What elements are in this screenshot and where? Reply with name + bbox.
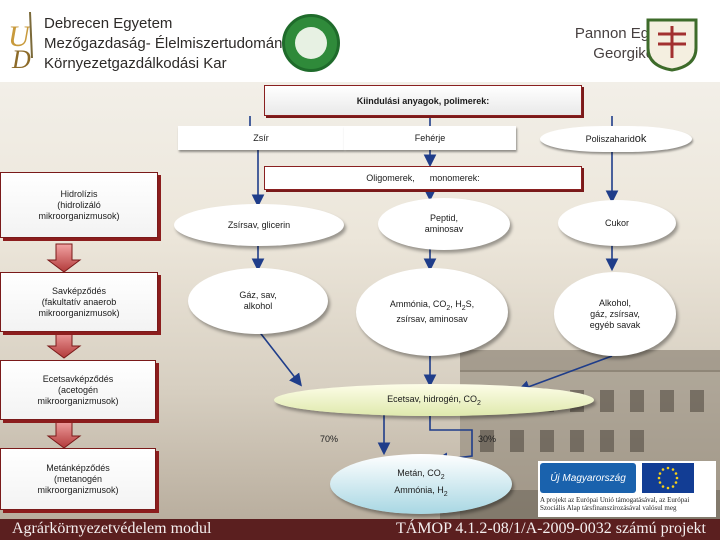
polysaccharide-label: Poliszaharid (585, 134, 635, 144)
peptide-ellipse: Peptid, aminosav (378, 198, 510, 250)
protein-box: Fehérje (344, 126, 516, 150)
uj-magyarorszag-logo: Új Magyarország (540, 463, 636, 493)
alcohol-gas-label: Alkohol, gáz, zsírsav, egyéb savak (589, 297, 641, 330)
polysaccharide-suffix: ok (634, 133, 647, 145)
acetic-acid-label: Ecetsav, hidrogén, CO2 (387, 394, 481, 407)
fatty-acid-glycerol-ellipse: Zsírsav, glicerin (174, 204, 344, 246)
university-logo-icon: U D (8, 11, 33, 70)
svg-text:D: D (11, 45, 31, 70)
sugar-label: Cukor (604, 217, 629, 228)
split-right-percent: 30% (478, 434, 497, 444)
ammonia-text-1: Ammónia, CO (389, 299, 447, 310)
methane-text-2: Ammónia, H (394, 485, 444, 495)
starting-materials-box: Kiindulási anyagok, polimerek: (264, 85, 582, 116)
ammonia-sub-1: 2 (446, 304, 451, 312)
alcohol-gas-ellipse: Alkohol, gáz, zsírsav, egyéb savak (554, 272, 676, 356)
seal-center (295, 27, 327, 59)
gas-acid-alcohol-ellipse: Gáz, sav, alkohol (188, 268, 328, 334)
protein-label: Fehérje (414, 133, 446, 143)
peptide-label: Peptid, aminosav (424, 213, 464, 234)
methane-sub-2: 2 (443, 490, 448, 498)
process-acidogenesis: Savképződés (fakultatív anaerob mikroorg… (0, 272, 158, 332)
georgikon-crest-icon (646, 18, 698, 72)
oligomer-label: Oligomerek, monomerek: (366, 173, 480, 183)
ammonia-text-2: , H (450, 299, 462, 310)
process-acidogenesis-label: Savképződés (fakultatív anaerob mikroorg… (38, 285, 120, 318)
methane-ellipse: Metán, CO2 Ammónia, H2 (330, 454, 512, 514)
starting-materials-label: Kiindulási anyagok, polimerek: (356, 95, 490, 106)
svg-text:U: U (8, 20, 32, 53)
eu-flag-icon (642, 463, 694, 493)
ammonia-text-4: zsírsav, aminosav (396, 313, 468, 324)
left-title-line2: Mezőgazdaság- Élelmiszertudományi és (44, 35, 314, 52)
acetic-acid-ellipse: Ecetsav, hidrogén, CO2 (274, 384, 594, 416)
process-methanogenesis: Metánképződés (metanogén mikroorganizmus… (0, 448, 156, 510)
process-hydrolysis-label: Hidrolízis (hidrolizáló mikroorganizmuso… (38, 188, 120, 221)
gas-acid-alcohol-label: Gáz, sav, alkohol (239, 290, 277, 311)
ammonia-ellipse: Ammónia, CO2, H2S, zsírsav, aminosav (356, 268, 508, 356)
split-left-percent: 70% (320, 434, 339, 444)
ammonia-sub-2: 2 (461, 304, 466, 312)
fat-box: Zsír (178, 126, 344, 150)
methane-sub-1: 2 (440, 474, 445, 481)
fat-label: Zsír (253, 133, 269, 143)
eu-funding-note: A projekt az Európai Unió támogatásával,… (540, 496, 690, 512)
header-bar (0, 0, 720, 82)
ammonia-label: Ammónia, CO2, H2S, zsírsav, aminosav (390, 299, 474, 325)
fatty-acid-glycerol-label: Zsírsav, glicerin (227, 219, 291, 230)
left-title-line1: Debrecen Egyetem (44, 15, 173, 32)
university-seal-icon (282, 14, 340, 72)
footer-project-id: TÁMOP 4.1.2-08/1/A-2009-0032 számú proje… (395, 520, 706, 537)
methane-label: Metán, CO2 Ammónia, H2 (394, 467, 447, 501)
left-institution: Debrecen Egyetem Mezőgazdaság- Élelmisze… (44, 14, 313, 74)
process-acetogenesis: Ecetsavképződés (acetogén mikroorganizmu… (0, 360, 156, 420)
sugar-ellipse: Cukor (558, 200, 676, 246)
footer-module-title: Agrárkörnyezetvédelem modul (12, 520, 212, 537)
ammonia-text-3: S, (465, 299, 475, 310)
methane-text-1: Metán, CO (397, 468, 441, 479)
footer-bar: Agrárkörnyezetvédelem modul TÁMOP 4.1.2-… (0, 519, 720, 540)
acetic-text: Ecetsav, hidrogén, CO (387, 393, 477, 404)
uj-logo-text: Új Magyarország (550, 472, 626, 484)
left-title-line3: Környezetgazdálkodási Kar (44, 55, 227, 72)
process-methanogenesis-label: Metánképződés (metanogén mikroorganizmus… (37, 462, 119, 495)
acetic-sub: 2 (476, 399, 481, 407)
oligomer-box: Oligomerek, monomerek: (264, 166, 582, 190)
process-hydrolysis: Hidrolízis (hidrolizáló mikroorganizmuso… (0, 172, 158, 238)
process-acetogenesis-label: Ecetsavképződés (acetogén mikroorganizmu… (37, 373, 119, 406)
